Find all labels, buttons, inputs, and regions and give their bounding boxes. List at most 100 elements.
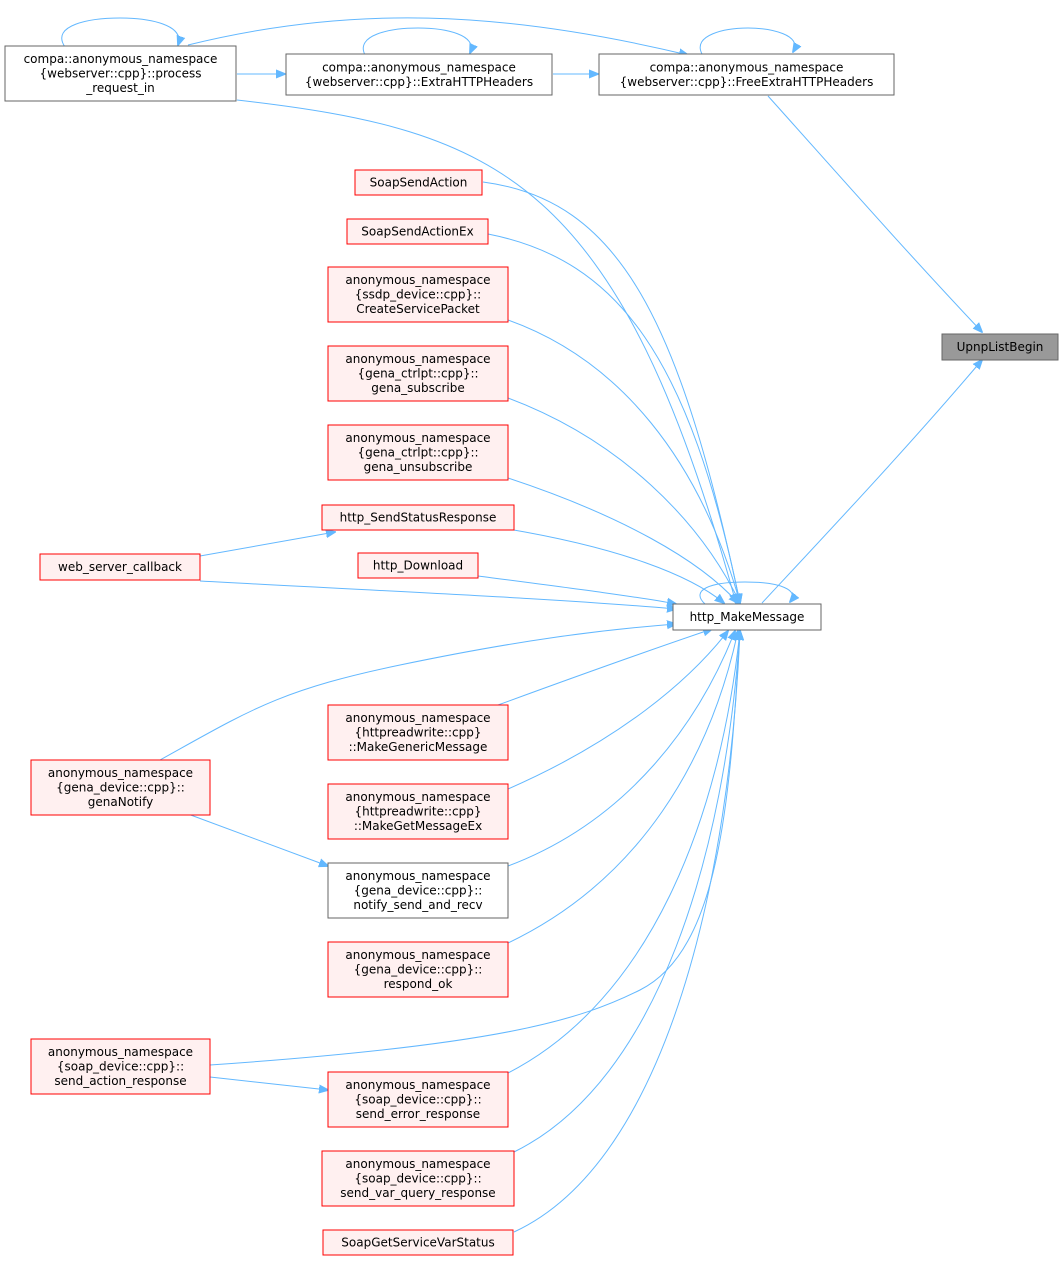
- node-respond-ok[interactable]: anonymous_namespace{gena_device::cpp}::r…: [327, 941, 509, 998]
- call-edges: [61, 17, 982, 1233]
- node-label-line: gena_unsubscribe: [364, 460, 473, 474]
- node-label-line: notify_send_and_recv: [353, 898, 482, 912]
- node-label-line: ::MakeGetMessageEx: [354, 819, 482, 833]
- node-label-line: anonymous_namespace: [345, 1078, 490, 1092]
- node-make-generic-message[interactable]: anonymous_namespace{httpreadwrite::cpp}:…: [327, 704, 509, 761]
- node-label-line: anonymous_namespace: [48, 1045, 193, 1059]
- edge-soap-send-action-to-http-make-message: [482, 181, 740, 603]
- node-label-line: anonymous_namespace: [345, 790, 490, 804]
- edge-create-service-packet-to-http-make-message: [507, 319, 740, 603]
- edge-make-get-message-ex-to-http-make-message: [507, 631, 728, 790]
- node-label-line: ::MakeGenericMessage: [349, 740, 488, 754]
- node-box: [598, 53, 895, 96]
- node-label-line: anonymous_namespace: [345, 869, 490, 883]
- edge-web-server-callback-to-http-make-message: [199, 580, 676, 609]
- edge-free-extra-http-headers-to-free-extra-http-headers: [699, 27, 795, 55]
- node-label-line: {httpreadwrite::cpp}: [354, 805, 481, 819]
- node-label-line: {gena_device::cpp}::: [56, 781, 185, 795]
- node-box: [4, 45, 237, 102]
- function-nodes: UpnpListBegin compa::anonymous_namespace…: [4, 45, 1059, 1256]
- node-box: [327, 704, 509, 761]
- node-box: [327, 783, 509, 840]
- node-label-line: {webserver::cpp}::ExtraHTTPHeaders: [305, 75, 533, 89]
- node-label-line: anonymous_namespace: [48, 766, 193, 780]
- edge-http-download-to-http-make-message: [477, 575, 676, 604]
- node-box: [327, 1071, 509, 1128]
- edge-http-make-message-to-http-make-message: [699, 581, 793, 605]
- node-label-line: anonymous_namespace: [345, 431, 490, 445]
- node-box: [321, 1150, 515, 1207]
- edge-notify-send-and-recv-to-http-make-message: [507, 631, 735, 867]
- node-label-line: {gena_device::cpp}::: [354, 884, 483, 898]
- node-make-get-message-ex[interactable]: anonymous_namespace{httpreadwrite::cpp}:…: [327, 783, 509, 840]
- node-label-line: CreateServicePacket: [356, 302, 480, 316]
- node-http-download[interactable]: http_Download: [357, 552, 479, 579]
- node-soap-send-action[interactable]: SoapSendAction: [354, 169, 483, 196]
- node-box: [322, 1229, 514, 1256]
- node-box: [357, 552, 479, 579]
- edge-process-request-in-to-free-extra-http-headers: [187, 17, 688, 55]
- edge-web-server-callback-to-http-send-status-response: [199, 532, 335, 557]
- node-label-line: http_Download: [373, 559, 463, 573]
- node-notify-send-and-recv[interactable]: anonymous_namespace{gena_device::cpp}::n…: [327, 862, 509, 919]
- node-label-line: {soap_device::cpp}::: [354, 1172, 481, 1186]
- edge-respond-ok-to-http-make-message: [507, 631, 738, 944]
- edge-soap-send-action-ex-to-http-make-message: [487, 233, 740, 603]
- node-label-line: {httpreadwrite::cpp}: [354, 726, 481, 740]
- edge-send-action-response-to-send-error-response: [209, 1076, 328, 1090]
- node-box: [327, 266, 509, 323]
- node-label-line: anonymous_namespace: [345, 948, 490, 962]
- node-box: [39, 553, 201, 581]
- node-gena-subscribe[interactable]: anonymous_namespace{gena_ctrlpt::cpp}::g…: [327, 345, 509, 402]
- edge-gena-subscribe-to-http-make-message: [507, 397, 740, 603]
- node-send-var-query-response[interactable]: anonymous_namespace{soap_device::cpp}::s…: [321, 1150, 515, 1207]
- node-create-service-packet[interactable]: anonymous_namespace{ssdp_device::cpp}::C…: [327, 266, 509, 323]
- node-soap-send-action-ex[interactable]: SoapSendActionEx: [346, 218, 489, 245]
- node-gena-notify[interactable]: anonymous_namespace{gena_device::cpp}::g…: [30, 759, 211, 816]
- node-label-line: SoapSendActionEx: [361, 225, 473, 239]
- node-http-send-status-response[interactable]: http_SendStatusResponse: [321, 504, 515, 531]
- node-process-request-in[interactable]: compa::anonymous_namespace{webserver::cp…: [4, 45, 237, 102]
- node-label-line: SoapGetServiceVarStatus: [341, 1236, 494, 1250]
- node-box: [941, 333, 1059, 361]
- edge-http-send-status-response-to-http-make-message: [507, 528, 724, 603]
- node-label-line: gena_subscribe: [371, 381, 465, 395]
- node-label-line: compa::anonymous_namespace: [322, 60, 516, 74]
- edge-free-extra-http-headers-to-upnp-list-begin: [767, 95, 982, 332]
- edge-gena-notify-to-http-make-message: [159, 624, 676, 761]
- node-label-line: anonymous_namespace: [345, 273, 490, 287]
- node-free-extra-http-headers[interactable]: compa::anonymous_namespace{webserver::cp…: [598, 53, 895, 96]
- node-box: [321, 504, 515, 531]
- node-extra-http-headers[interactable]: compa::anonymous_namespace{webserver::cp…: [285, 53, 553, 96]
- node-upnp-list-begin[interactable]: UpnpListBegin: [941, 333, 1059, 361]
- edge-gena-notify-to-notify-send-and-recv: [187, 813, 328, 866]
- edge-process-request-in-to-process-request-in: [61, 17, 179, 48]
- node-box: [346, 218, 489, 245]
- node-label-line: {gena_device::cpp}::: [354, 963, 483, 977]
- node-send-error-response[interactable]: anonymous_namespace{soap_device::cpp}::s…: [327, 1071, 509, 1128]
- node-soap-get-service-var-status[interactable]: SoapGetServiceVarStatus: [322, 1229, 514, 1256]
- edge-soap-get-service-var-status-to-http-make-message: [513, 631, 740, 1233]
- node-label-line: genaNotify: [88, 795, 153, 809]
- node-box: [327, 862, 509, 919]
- node-label-line: anonymous_namespace: [345, 352, 490, 366]
- edge-send-var-query-response-to-http-make-message: [513, 631, 740, 1153]
- node-label-line: send_var_query_response: [340, 1186, 495, 1200]
- node-send-action-response[interactable]: anonymous_namespace{soap_device::cpp}::s…: [30, 1038, 211, 1095]
- node-http-make-message[interactable]: http_MakeMessage: [672, 603, 822, 631]
- node-label-line: http_SendStatusResponse: [340, 511, 497, 525]
- node-web-server-callback[interactable]: web_server_callback: [39, 553, 201, 581]
- node-label-line: {soap_device::cpp}::: [354, 1093, 481, 1107]
- node-label-line: {webserver::cpp}::FreeExtraHTTPHeaders: [620, 75, 874, 89]
- edge-gena-unsubscribe-to-http-make-message: [507, 477, 738, 603]
- node-label-line: {webserver::cpp}::process: [40, 67, 202, 81]
- node-label-line: http_MakeMessage: [690, 610, 805, 624]
- node-box: [327, 424, 509, 481]
- edge-http-make-message-to-upnp-list-begin: [761, 360, 982, 604]
- node-label-line: {gena_ctrlpt::cpp}::: [357, 446, 478, 460]
- node-label-line: web_server_callback: [58, 560, 182, 574]
- node-gena-unsubscribe[interactable]: anonymous_namespace{gena_ctrlpt::cpp}::g…: [327, 424, 509, 481]
- node-label-line: SoapSendAction: [370, 176, 468, 190]
- node-box: [354, 169, 483, 196]
